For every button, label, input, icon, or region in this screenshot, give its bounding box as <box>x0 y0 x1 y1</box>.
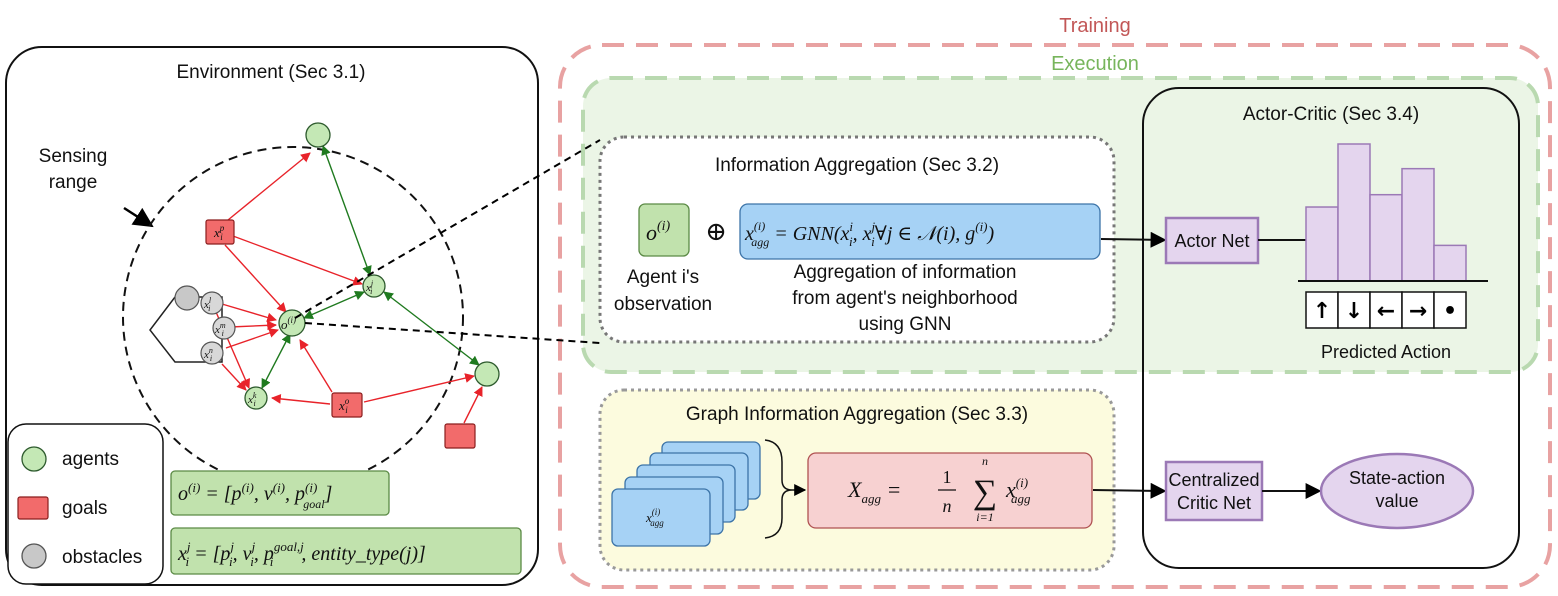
svg-text:∑: ∑ <box>973 474 997 511</box>
info-aggregation-title: Information Aggregation (Sec 3.2) <box>715 155 999 176</box>
zoom-line-bottom <box>304 322 601 344</box>
graph-aggregation-title: Graph Information Aggregation (Sec 3.3) <box>686 404 1028 425</box>
svg-text:n: n <box>943 496 952 516</box>
action-icon-4: → <box>1409 299 1427 324</box>
svg-text:n: n <box>982 454 988 468</box>
obstacle-node-xl <box>200 291 224 315</box>
svg-text:Xagg =: Xagg = <box>847 477 901 506</box>
gnn-caption: Aggregation of information <box>794 262 1017 283</box>
action-icon-5: • <box>1443 299 1457 324</box>
training-frame <box>558 43 1552 589</box>
node-oi-label: o(i) <box>281 315 296 332</box>
observation-caption: Agent i's <box>627 267 699 288</box>
svg-text:1: 1 <box>943 467 952 487</box>
svg-text:x(i)agg: x(i)agg <box>1005 475 1031 506</box>
critic-net-label-2: Critic Net <box>1177 493 1251 513</box>
action-cell-1 <box>1305 291 1339 329</box>
action-icon-2: ↓ <box>1345 299 1363 324</box>
oplus-symbol: ⊕ <box>705 217 727 246</box>
legend-obstacles-label: obstacles <box>62 547 142 568</box>
actor-critic-title: Actor-Critic (Sec 3.4) <box>1243 104 1419 125</box>
gnn-caption-3: using GNN <box>859 314 952 335</box>
actor-net-box[interactable] <box>1164 216 1260 265</box>
predicted-action-label: Predicted Action <box>1321 342 1451 362</box>
observation-formula: o(i) = [p(i), v(i), p(i)goal] <box>178 480 332 511</box>
actor-critic-panel <box>1142 87 1520 569</box>
obstacle-node-xn <box>200 341 224 365</box>
agent-node-xj <box>362 274 386 298</box>
observation-symbol: o(i) <box>646 219 671 245</box>
obstacle-node <box>174 285 200 311</box>
svg-text:i=1: i=1 <box>976 510 993 524</box>
green-edges <box>261 145 480 389</box>
entity-formula-box <box>170 527 522 575</box>
action-bar-2 <box>1337 143 1371 282</box>
observation-box <box>638 203 690 257</box>
agent-node-top <box>305 122 331 148</box>
action-bar-4 <box>1401 167 1435 282</box>
goal-node-xo <box>331 392 363 418</box>
goal-node-bottom <box>444 423 476 449</box>
sensing-pointer <box>123 206 154 228</box>
legend-goal-icon <box>17 496 49 520</box>
agent-node-xk <box>244 386 268 410</box>
action-cell-4 <box>1401 291 1435 329</box>
gnn-to-actor-arrow <box>1100 231 1167 248</box>
environment-title: Environment (Sec 3.1) <box>176 62 365 83</box>
observation-formula-box <box>170 470 390 516</box>
xagg-formula: Xagg = 1 n ∑ n i=1 x(i)agg <box>847 454 1031 524</box>
state-action-value-label-2: value <box>1375 491 1418 511</box>
observation-caption-2: observation <box>614 294 712 315</box>
legend-box <box>7 423 164 585</box>
legend-agents-label: agents <box>62 449 119 470</box>
state-action-value-label: State-action <box>1349 468 1445 488</box>
action-bar-1 <box>1305 206 1339 282</box>
agg-vector-stack <box>611 441 761 547</box>
gnn-formula-box <box>739 203 1101 260</box>
execution-label: Execution <box>1051 53 1139 75</box>
action-icon-1: ↑ <box>1313 299 1331 324</box>
action-cell-5 <box>1433 291 1467 329</box>
action-bar-5 <box>1433 244 1467 282</box>
zoom-line-top <box>294 139 601 319</box>
goal-node-xp <box>205 219 235 245</box>
sensing-label: Sensing <box>39 146 108 167</box>
critic-net-label: Centralized <box>1168 470 1259 490</box>
agent-node-right <box>474 361 500 387</box>
obstacle-node-xm <box>212 316 236 340</box>
training-label: Training <box>1059 15 1131 37</box>
action-icons-row: ↑ ↓ ← → • <box>1305 291 1467 329</box>
sensing-label-2: range <box>49 172 98 193</box>
action-probability-chart <box>1305 143 1467 282</box>
actor-net-label: Actor Net <box>1174 231 1249 251</box>
action-icon-3: ← <box>1377 299 1395 324</box>
state-action-value-node <box>1319 452 1475 530</box>
legend-obstacle-icon <box>21 543 47 569</box>
gnn-caption-2: from agent's neighborhood <box>792 288 1017 309</box>
xagg-to-critic-arrow <box>1092 482 1167 499</box>
agg-vector-label: x(i)agg <box>645 507 664 528</box>
legend-goals-label: goals <box>62 498 107 519</box>
action-bar-3 <box>1369 193 1403 282</box>
legend-agent-icon <box>21 446 47 472</box>
